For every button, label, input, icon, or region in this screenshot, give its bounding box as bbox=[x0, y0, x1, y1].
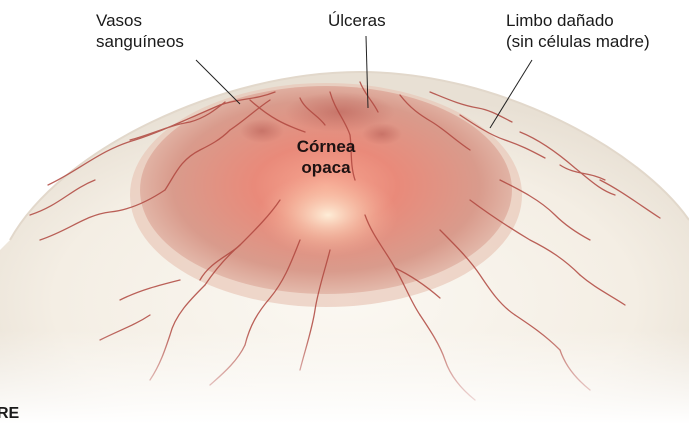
label-damaged-limbus-line-2: (sin células madre) bbox=[506, 31, 650, 52]
label-blood-vessels-line-1: Vasos bbox=[96, 10, 184, 31]
label-opaque-cornea: Córnea opaca bbox=[268, 136, 384, 178]
label-blood-vessels-line-2: sanguíneos bbox=[96, 31, 184, 52]
label-damaged-limbus-line-1: Limbo dañado bbox=[506, 10, 650, 31]
label-damaged-limbus: Limbo dañado (sin células madre) bbox=[506, 10, 650, 52]
label-ulcers-text: Úlceras bbox=[328, 10, 386, 31]
label-opaque-cornea-line-2: opaca bbox=[268, 157, 384, 178]
cropped-text-fragment: RE bbox=[0, 405, 19, 423]
label-ulcers: Úlceras bbox=[328, 10, 386, 31]
label-blood-vessels: Vasos sanguíneos bbox=[96, 10, 184, 52]
label-opaque-cornea-line-1: Córnea bbox=[268, 136, 384, 157]
